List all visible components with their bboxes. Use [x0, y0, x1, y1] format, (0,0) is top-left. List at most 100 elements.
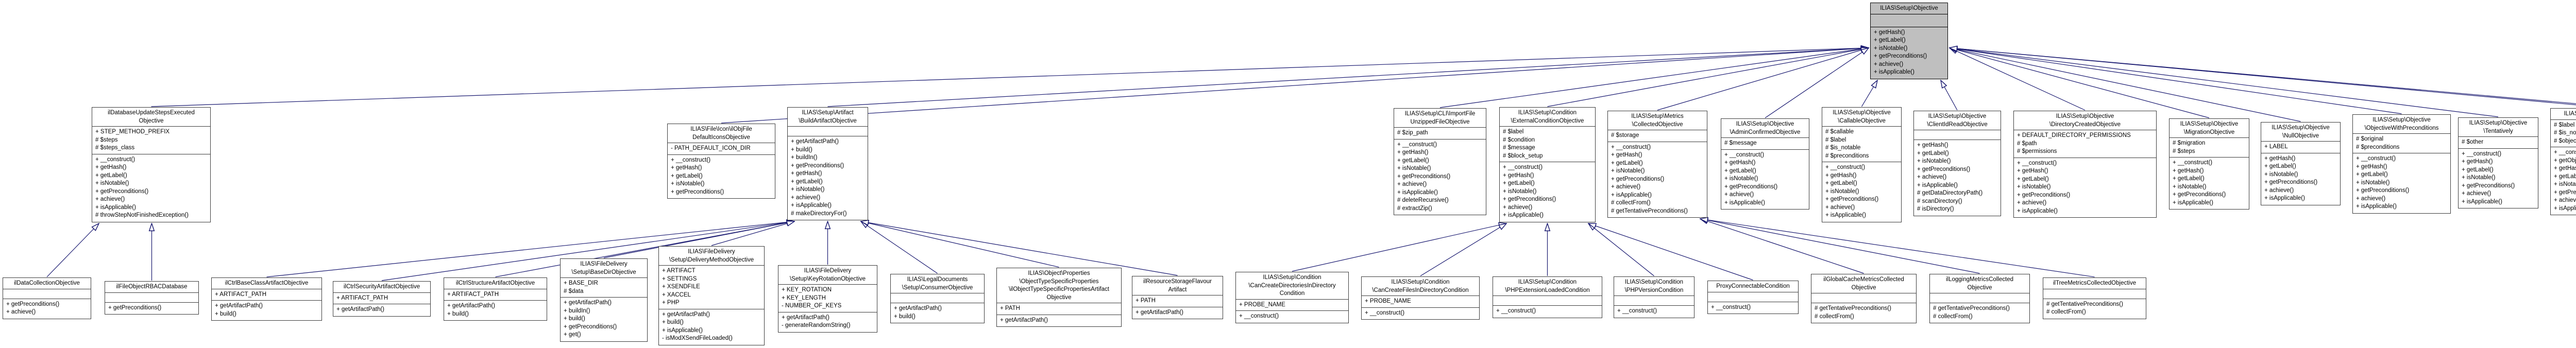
- class-title-line: \CallableObjective: [1838, 117, 1886, 124]
- class-attributes: + KEY_ROTATION+ KEY_LENGTH- NUMBER_OF_KE…: [778, 285, 877, 312]
- method-row: # getTentativePreconditions(): [1815, 305, 1891, 311]
- class-null-objective[interactable]: ILIAS\Setup\Objective\NullObjective+ LAB…: [2261, 122, 2341, 205]
- attribute-row: # $steps_class: [95, 145, 135, 151]
- method-row: + getArtifactPath(): [215, 303, 263, 309]
- method-row: + isApplicable(): [95, 204, 136, 211]
- method-row: + isApplicable(): [1874, 69, 1914, 75]
- class-key-rotation-objective[interactable]: ILIAS\FileDelivery\Setup\KeyRotationObje…: [778, 265, 877, 333]
- class-can-create-directories-in-directory-condition[interactable]: ILIAS\Setup\Condition\CanCreateDirectori…: [1235, 272, 1349, 323]
- class-attributes: [891, 293, 984, 303]
- class-il-data-collection-objective[interactable]: ilDataCollectionObjective+ getPreconditi…: [3, 277, 91, 319]
- method-row: + __construct(): [1611, 144, 1651, 150]
- method-row: + isNotable(): [2554, 181, 2576, 187]
- class-title-line: ILIAS\Setup\CLI\ImportFile: [1404, 111, 1476, 117]
- inheritance-edge: [46, 223, 99, 277]
- class-delivery-method-objective[interactable]: ILIAS\FileDelivery\Setup\DeliveryMethodO…: [658, 246, 765, 345]
- class-attributes: + PATH: [1132, 295, 1223, 307]
- method-row: + getHash(): [1503, 172, 1534, 179]
- class-title-line: Objective: [1046, 294, 1072, 301]
- class-methods: + getArtifactPath()+ buildIn()+ build()+…: [561, 298, 647, 341]
- class-php-extension-loaded-condition[interactable]: ILIAS\Setup\Condition\PHPExtensionLoaded…: [1493, 276, 1602, 318]
- class-consumer-objective[interactable]: ILIAS\LegalDocuments\Setup\ConsumerObjec…: [890, 274, 985, 323]
- method-row: + getLabel(): [1611, 160, 1643, 166]
- class-il-object-type-specific-properties-artifact-objective[interactable]: ILIAS\Object\Properties\ObjectTypeSpecif…: [996, 268, 1122, 327]
- method-row: + getPreconditions(): [791, 162, 844, 169]
- attribute-row: + ARTIFACT_PATH: [447, 291, 499, 298]
- method-row: + build(): [791, 146, 812, 153]
- class-external-condition-objective[interactable]: ILIAS\Setup\Condition\ExternalConditionO…: [1499, 107, 1596, 222]
- class-il-ctrl-structure-artifact-objective[interactable]: ilCtrlStructureArtifactObjective + ARTIFA…: [444, 277, 547, 321]
- class-methods: + getHash()+ getLabel()+ isNotable()+ ge…: [1871, 27, 1947, 79]
- class-title-line: \ClientIdReadObjective: [1927, 121, 1988, 128]
- class-directory-created-objective[interactable]: ILIAS\Setup\Objective\DirectoryCreatedOb…: [2013, 111, 2157, 218]
- class-il-ctrl-base-class-artifact-objective[interactable]: ilCtrlBaseClassArtifactObjective+ ARTIFA…: [211, 277, 322, 321]
- inheritance-edge: [1700, 219, 2095, 277]
- method-row: + build(): [894, 313, 916, 320]
- class-title-line: \Tentatively: [2483, 128, 2513, 134]
- attribute-row: + LABEL: [2264, 144, 2288, 150]
- method-row: + getHash(): [791, 170, 822, 177]
- method-row: + getHash(): [2173, 167, 2204, 174]
- method-row: + getHash(): [671, 165, 702, 171]
- class-objective-with-preconditions[interactable]: ILIAS\Setup\Objective \ObjectiveWithPreco…: [2352, 114, 2451, 214]
- method-row: + getArtifactPath(): [564, 300, 612, 306]
- class-title-line: \ObjectiveWithPreconditions: [2364, 125, 2439, 131]
- class-callable-objective[interactable]: ILIAS\Setup\Objective\CallableObjective#…: [1822, 107, 1902, 222]
- method-row: + achieve(): [1611, 184, 1641, 190]
- class-title-line: Objective: [139, 117, 164, 124]
- method-row: + isNotable(): [1611, 168, 1645, 174]
- inheritance-edge: [151, 48, 1869, 107]
- class-tentatively-objective[interactable]: ILIAS\Setup\Objective\Tentatively# $othe…: [2458, 117, 2538, 208]
- attribute-row: + PHP: [662, 300, 680, 306]
- attribute-row: + KEY_LENGTH: [782, 294, 826, 301]
- method-row: # collectFrom(): [1815, 313, 1854, 320]
- class-title: ILIAS\Setup\Metrics\CollectedObjective: [1608, 111, 1707, 130]
- class-attributes: + ARTIFACT_PATH: [444, 289, 547, 301]
- class-admin-confirmed-objective[interactable]: ILIAS\Setup\Objective\AdminConfirmedObje…: [1721, 118, 1809, 210]
- class-methods: + getArtifactPath()+ build()+ isApplicab…: [659, 309, 764, 345]
- method-row: # deleteRecursive(): [1397, 197, 1449, 203]
- class-il-tree-metrics-collected-objective[interactable]: ilTreeMetricsCollectedObjective# getTent…: [2043, 277, 2146, 319]
- class-title: ilCtrlStructureArtifactObjective: [444, 278, 547, 289]
- method-row: + getPreconditions(): [1917, 166, 1971, 172]
- method-row: + isApplicable(): [1917, 182, 1958, 188]
- class-migration-objective[interactable]: ILIAS\Setup\Objective\MigrationObjective…: [2169, 118, 2249, 210]
- class-objective-collection[interactable]: ILIAS\Setup\ObjectiveCollection# $label#…: [2550, 108, 2576, 215]
- class-php-version-condition[interactable]: ILIAS\Setup\Condition\PHPVersionConditio…: [1614, 276, 1694, 318]
- class-methods: + getArtifactPath()+ build(): [444, 301, 547, 320]
- class-title-line: \CollectedObjective: [1632, 121, 1683, 128]
- method-row: + getLabel(): [2356, 171, 2388, 178]
- class-metrics-collected-objective[interactable]: ILIAS\Setup\Metrics\CollectedObjective# …: [1607, 111, 1707, 218]
- class-client-id-read-objective[interactable]: ILIAS\Setup\Objective\ClientIdReadObject…: [1913, 111, 2001, 216]
- inheritance-edge: [266, 221, 795, 277]
- method-row: + achieve(): [2462, 190, 2492, 197]
- class-attributes: # $other: [2459, 137, 2538, 149]
- method-row: + getPreconditions(): [1724, 183, 1778, 190]
- class-proxy-connectable-condition[interactable]: ProxyConnectableCondition+ __construct(): [1707, 281, 1799, 314]
- class-title-line: ILIAS\Setup\Objective: [2372, 117, 2431, 123]
- inheritance-edge: [721, 48, 1869, 124]
- method-row: + isApplicable(): [662, 327, 703, 334]
- class-methods: + __construct()+ getHash()+ getLabel()+ …: [1608, 142, 1707, 218]
- class-build-artifact-objective[interactable]: ILIAS\Setup\Artifact\BuildArtifactObject…: [787, 107, 868, 220]
- inheritance-edge: [1700, 219, 1864, 274]
- class-attributes: # $storage: [1608, 130, 1707, 142]
- class-can-create-files-in-directory-condition[interactable]: ILIAS\Setup\Condition\CanCreateFilesInDi…: [1361, 276, 1480, 320]
- class-title-line: \MigrationObjective: [2183, 129, 2235, 135]
- class-il-file-object-rbac-database[interactable]: ilFileObjectRBACDatabase+ getPreconditio…: [105, 281, 199, 315]
- class-title-line: DefaultIconsObjective: [692, 134, 750, 141]
- inheritance-edge: [861, 221, 1059, 268]
- class-ilias-setup-objective[interactable]: ILIAS\Setup\Objective+ getHash()+ getLab…: [1870, 3, 1948, 79]
- class-base-dir-objective[interactable]: ILIAS\FileDelivery\Setup\BaseDirObjectiv…: [560, 258, 648, 342]
- class-il-ctrl-security-artifact-objective[interactable]: ilCtrlSecurityArtifactObjective+ ARTIFAC…: [333, 281, 431, 317]
- class-attributes: + ARTIFACT_PATH: [212, 289, 321, 301]
